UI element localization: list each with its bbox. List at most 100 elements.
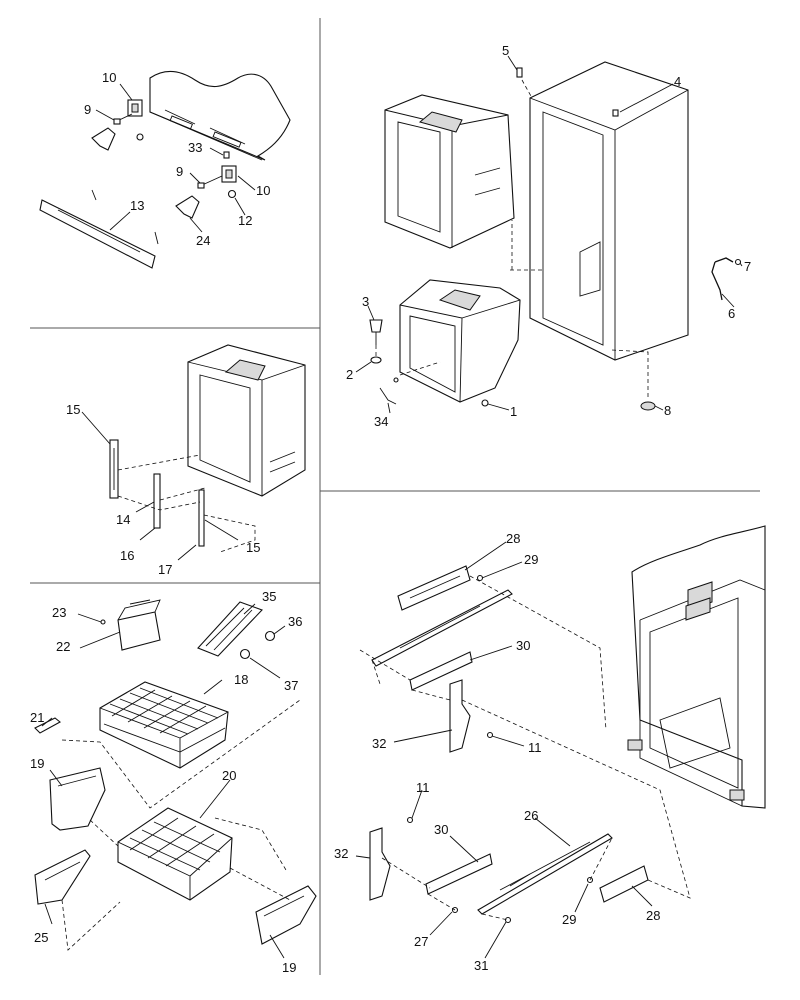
screw-9-upper	[113, 113, 133, 125]
callout-3: 3	[362, 294, 369, 309]
callout-19: 19	[30, 756, 44, 771]
clip-upper	[91, 127, 116, 151]
screw-29-upper	[476, 574, 484, 582]
screw-11-lower	[406, 816, 414, 824]
header-cover-panel	[149, 70, 291, 161]
callout-22: 22	[56, 639, 70, 654]
clip-24	[175, 195, 200, 219]
callout-28: 28	[646, 908, 660, 923]
callout-10: 10	[102, 70, 116, 85]
callout-17: 17	[158, 562, 172, 577]
callout-2: 2	[346, 367, 353, 382]
end-panel-19-upper	[49, 767, 106, 831]
roller-37	[239, 648, 251, 660]
callout-4: 4	[674, 74, 681, 89]
screw-4	[612, 109, 619, 117]
callout-19: 19	[282, 960, 296, 975]
dashed-guides-middle-left	[117, 454, 256, 553]
dashed-guides-bottom-right	[359, 575, 691, 921]
dashed-guides-bottom-left	[61, 699, 301, 951]
slide-26-lower	[477, 833, 613, 915]
freezer-liner	[399, 279, 521, 403]
callout-7: 7	[744, 259, 751, 274]
callout-9: 9	[84, 102, 91, 117]
callout-24: 24	[196, 233, 210, 248]
screw-33	[223, 151, 230, 159]
callout-26: 26	[524, 808, 538, 823]
callout-23: 23	[52, 605, 66, 620]
callout-1: 1	[510, 404, 517, 419]
rear-bracket-28-upper	[397, 565, 471, 611]
callout-30: 30	[516, 638, 530, 653]
divider-bracket-35	[197, 601, 263, 657]
section-dividers	[30, 18, 760, 975]
callout-35: 35	[262, 589, 276, 604]
tube-6	[711, 257, 734, 301]
callout-28: 28	[506, 531, 520, 546]
dashed-guides-top-right	[375, 79, 649, 400]
divider-25	[34, 849, 91, 905]
callout-14: 14	[116, 512, 130, 527]
callout-34: 34	[374, 414, 388, 429]
slide-30-upper	[409, 651, 473, 691]
callout-20: 20	[222, 768, 236, 783]
callout-29: 29	[524, 552, 538, 567]
callout-15: 15	[246, 540, 260, 555]
callout-25: 25	[34, 930, 48, 945]
callout-11: 11	[416, 780, 430, 795]
callout-21: 21	[30, 710, 44, 725]
callout-37: 37	[284, 678, 298, 693]
callout-15: 15	[66, 402, 80, 417]
shelf-bracket-22	[117, 599, 161, 651]
screw-12	[227, 189, 237, 199]
foot-8	[640, 401, 656, 411]
callout-11: 11	[528, 740, 542, 755]
callout-18: 18	[234, 672, 248, 687]
callout-6: 6	[728, 306, 735, 321]
slide-rail-upper	[371, 589, 513, 667]
screw-1	[481, 399, 489, 407]
screw-9-lower	[197, 175, 223, 189]
bracket-32-upper	[449, 679, 471, 753]
leveling-leg-3	[369, 319, 383, 345]
callout-9: 9	[176, 164, 183, 179]
bracket-32-lower	[369, 827, 391, 901]
screw-11-upper	[486, 731, 494, 739]
leaders-bottom-left	[41, 603, 286, 959]
callout-12: 12	[238, 213, 252, 228]
fresh-food-liner	[384, 94, 515, 249]
rear-bracket-28-lower	[599, 865, 649, 903]
callout-16: 16	[120, 548, 134, 563]
rail-14	[153, 473, 161, 529]
callout-32: 32	[372, 736, 386, 751]
clip-7	[734, 258, 742, 266]
callout-5: 5	[502, 43, 509, 58]
leaders-top-left	[95, 83, 256, 233]
screw-31	[504, 916, 512, 924]
callout-29: 29	[562, 912, 576, 927]
freezer-compartment	[627, 525, 766, 809]
leaders-bottom-right	[355, 541, 653, 959]
wire-basket-20	[117, 807, 233, 901]
end-panel-19-lower	[255, 885, 317, 945]
washer-2	[370, 356, 382, 364]
callout-labels: 10 9 33 9 10 13 12 24 5 4 7 6 3 2 8 1 34…	[30, 43, 751, 975]
rail-17	[198, 489, 205, 547]
liner-middle	[187, 344, 306, 497]
leaders-top-right	[355, 55, 743, 414]
screw-5	[516, 67, 523, 78]
trim-strip-13	[39, 189, 159, 269]
leaders-middle-left	[81, 411, 239, 561]
callout-32: 32	[334, 846, 348, 861]
wire-harness-34	[379, 377, 399, 405]
callout-31: 31	[474, 958, 488, 973]
rail-15-left	[109, 439, 119, 499]
callout-30: 30	[434, 822, 448, 837]
hinge-bracket-10-upper	[127, 99, 143, 117]
callout-36: 36	[288, 614, 302, 629]
screw-23	[100, 619, 106, 625]
callout-10: 10	[256, 183, 270, 198]
screw-12-upper	[136, 133, 144, 141]
cabinet-shell	[529, 61, 689, 361]
